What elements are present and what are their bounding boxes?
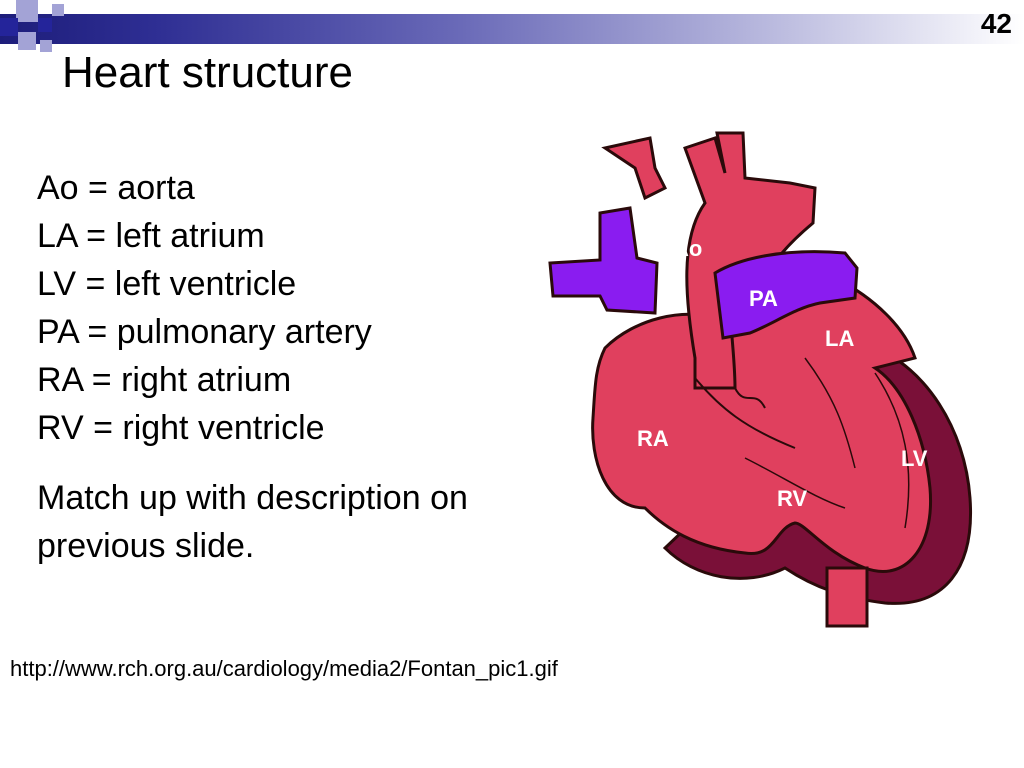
vena-cava-shape (548, 206, 659, 315)
corner-square (0, 18, 18, 36)
slide-number: 42 (980, 8, 1012, 39)
corner-square (16, 0, 38, 22)
definition-ao: Ao = aorta (37, 169, 195, 207)
inferior-vena-cava-shape (825, 566, 869, 628)
slide-title: Heart structure (62, 48, 353, 97)
chamber-line (804, 357, 856, 469)
label-lv: LV (901, 446, 928, 471)
label-pa: PA (749, 286, 778, 311)
ventricle-line (744, 457, 846, 509)
corner-decoration (0, 0, 80, 62)
header-gradient-bar (0, 14, 1024, 44)
corner-square (38, 18, 52, 32)
source-url: http://www.rch.org.au/cardiology/media2/… (10, 656, 558, 681)
label-rv: RV (777, 486, 807, 511)
label-ra: RA (637, 426, 669, 451)
lv-inner-line (874, 372, 910, 529)
definition-ra: RA = right atrium (37, 361, 292, 399)
heart-diagram: Ao PA LA RA LV RV (548, 131, 973, 628)
corner-square (40, 40, 52, 52)
corner-square (18, 32, 36, 50)
left-vessel-shape (601, 136, 668, 201)
label-ao: Ao (673, 236, 702, 261)
instruction-text: Match up with description on previous sl… (37, 479, 468, 565)
pulmonary-artery-shape (713, 250, 859, 340)
septum-line (694, 377, 796, 449)
definition-list: Ao = aorta LA = left atrium LV = left ve… (37, 164, 372, 452)
heart-body-shape (591, 276, 933, 573)
valve-line (734, 387, 766, 409)
definition-pa: PA = pulmonary artery (37, 313, 372, 351)
definition-lv: LV = left ventricle (37, 265, 297, 303)
definition-la: LA = left atrium (37, 217, 265, 255)
definition-rv: RV = right ventricle (37, 409, 325, 447)
corner-square (52, 4, 64, 16)
label-la: LA (825, 326, 854, 351)
